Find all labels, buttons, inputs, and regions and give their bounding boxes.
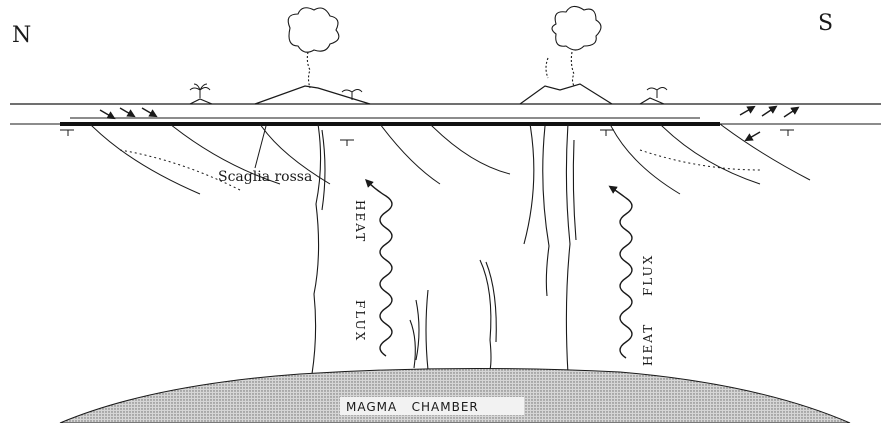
south-label: S <box>818 11 833 36</box>
thrust-faults <box>60 124 810 194</box>
plume-icon <box>288 6 601 88</box>
formation-leader <box>255 126 266 168</box>
heat-flux-arrow-right <box>612 188 632 358</box>
surface-lines <box>10 104 881 124</box>
volcano-icon <box>190 84 664 104</box>
palm-tree-icon <box>190 84 667 100</box>
fractures <box>312 124 576 374</box>
north-label: N <box>12 23 31 48</box>
heat-flux-arrow-left <box>368 182 392 356</box>
flux-label-left: FLUX <box>353 300 367 342</box>
flux-label-right: FLUX <box>641 254 655 296</box>
magma-chamber-label: MAGMA CHAMBER <box>346 400 479 414</box>
heat-label-right: HEAT <box>641 323 655 366</box>
heat-label-left: HEAT <box>353 200 367 243</box>
formation-label: Scaglia rossa <box>218 169 312 185</box>
